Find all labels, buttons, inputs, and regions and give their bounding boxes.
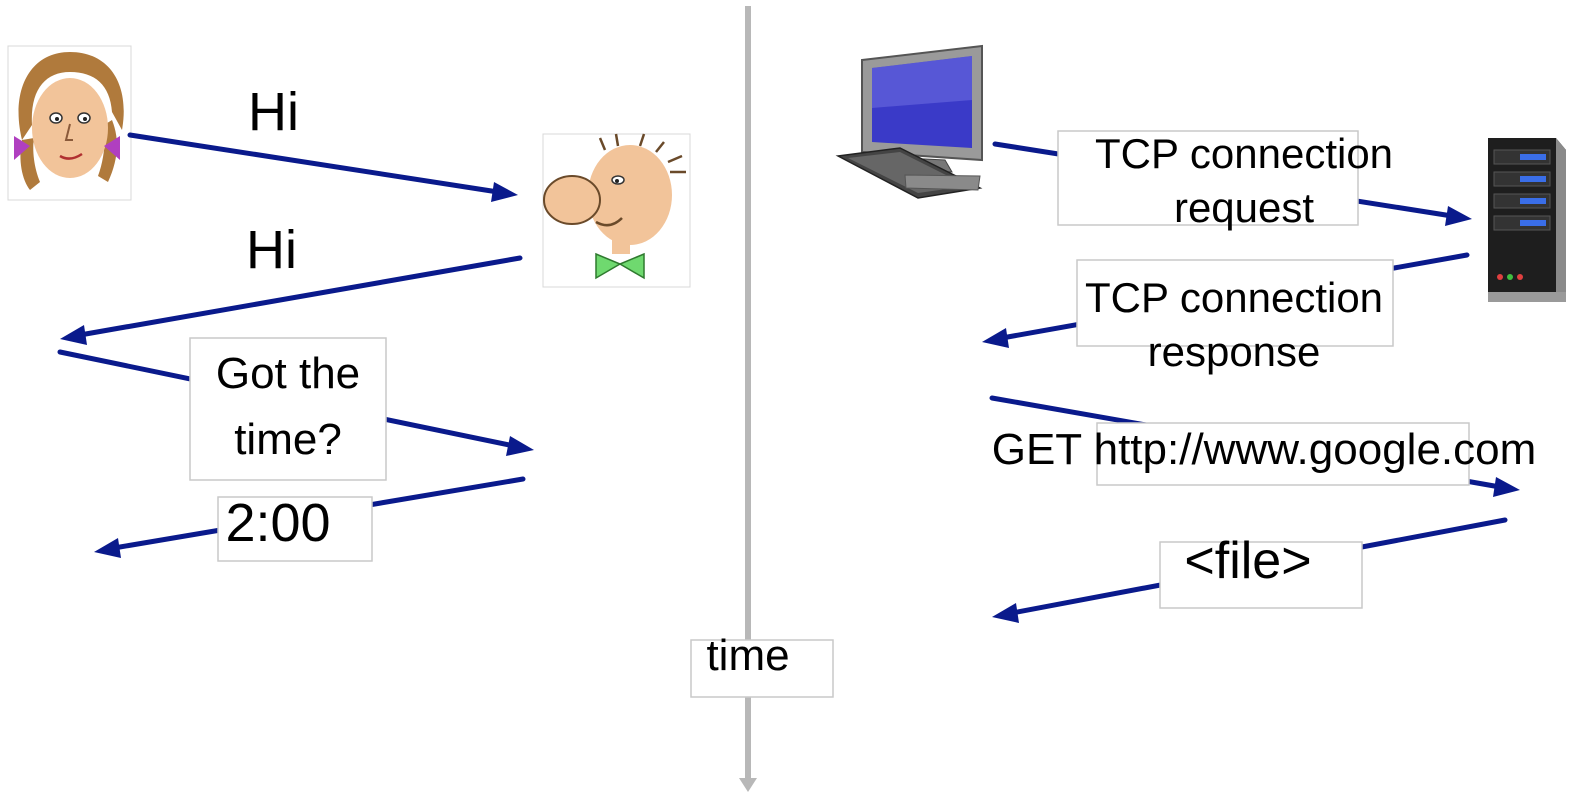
hi-label-1: Hi [248,82,299,142]
tcp-request-line-2: request [1174,184,1314,231]
question-line-2: time? [234,415,342,464]
arrow-hi-reply [60,255,523,345]
man-face-icon [542,133,691,288]
hi-label-2: Hi [246,220,297,280]
answer-label: 2:00 [225,493,330,553]
answer-box: 2:00 [217,493,373,562]
desktop-computer-icon [835,44,983,199]
time-label-box: time [690,631,834,698]
woman-face-icon [7,45,132,201]
tcp-request-box: TCP connection request [1057,130,1393,231]
tcp-request-line-1: TCP connection [1095,130,1393,177]
tcp-response-line-1: TCP connection [1085,274,1383,321]
server-tower-icon [1488,138,1566,302]
question-line-1: Got the [216,349,360,398]
question-box: Got the time? [189,337,387,481]
tcp-response-line-2: response [1148,328,1321,375]
arrow-hi-request [127,132,518,202]
get-request-box: GET http://www.google.com [992,422,1537,486]
get-request-label: GET http://www.google.com [992,425,1537,474]
file-reply-label: <file> [1184,532,1311,590]
time-label: time [706,631,789,680]
timeline-arrowhead [739,778,757,792]
file-reply-box: <file> [1159,532,1363,609]
tcp-response-box: TCP connection response [1076,259,1394,375]
